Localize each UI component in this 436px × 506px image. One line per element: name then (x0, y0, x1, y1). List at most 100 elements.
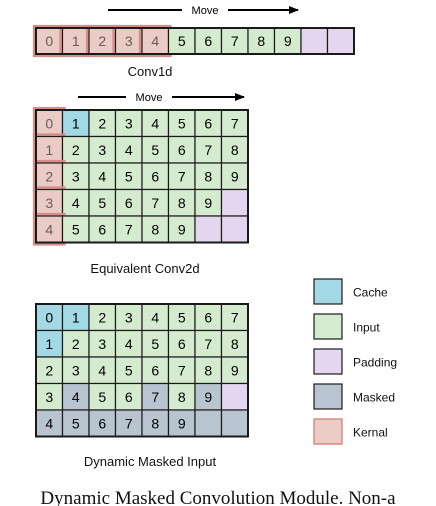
cell-value: 3 (72, 168, 80, 184)
masked-cell: 5 (61, 409, 90, 438)
cell-value: 4 (72, 195, 80, 211)
cell-value: 8 (151, 221, 159, 237)
cell-value: 5 (98, 389, 106, 405)
masked-cell (220, 409, 249, 438)
cell-value: 4 (125, 142, 133, 158)
conv2d-cell: 5 (88, 188, 117, 217)
cell-value: 4 (45, 221, 53, 237)
conv2d-cell: 4 (141, 109, 170, 138)
conv1d-cell: 7 (220, 27, 249, 55)
conv2d-cell: 9 (220, 162, 249, 191)
cell-value: 9 (284, 33, 292, 49)
cell-value: 6 (204, 309, 212, 325)
cell-value: 6 (151, 168, 159, 184)
conv1d-title: Conv1d (128, 64, 173, 79)
conv2d-cell: 5 (167, 109, 196, 138)
masked-cell: 6 (141, 356, 170, 385)
masked-cell: 6 (88, 409, 117, 438)
conv2d-cell: 7 (114, 215, 143, 244)
masked-cell: 6 (114, 382, 143, 411)
cell-value: 6 (98, 415, 106, 431)
cell-value: 6 (151, 362, 159, 378)
conv2d-cell: 7 (167, 162, 196, 191)
cell-value: 3 (125, 309, 133, 325)
cell-value: 3 (98, 142, 106, 158)
cell-value: 8 (231, 336, 239, 352)
cell-value: 7 (151, 389, 159, 405)
cell-value: 6 (204, 33, 212, 49)
conv2d-cell: 2 (61, 135, 90, 164)
masked-cell: 2 (61, 329, 90, 358)
conv1d-cell (326, 27, 355, 55)
cell-value: 6 (125, 389, 133, 405)
masked-cell: 5 (88, 382, 117, 411)
cell-value: 4 (151, 33, 159, 49)
masked-cell: 4 (35, 409, 64, 438)
conv2d-cell: 8 (220, 135, 249, 164)
masked-cell: 7 (114, 409, 143, 438)
conv2d-cell: 9 (167, 215, 196, 244)
masked-title: Dynamic Masked Input (84, 454, 217, 469)
cell-value: 3 (98, 336, 106, 352)
masked-cell: 7 (167, 356, 196, 385)
cell-value: 2 (45, 362, 53, 378)
conv1d-cell: 4 (138, 24, 172, 58)
cell-value: 4 (98, 168, 106, 184)
conv2d-cell: 6 (194, 109, 223, 138)
masked-cell: 8 (141, 409, 170, 438)
cell-value: 9 (231, 362, 239, 378)
conv2d-cell: 9 (194, 188, 223, 217)
cell-value: 5 (98, 195, 106, 211)
cell-value: 2 (98, 115, 106, 131)
cell-value: 6 (178, 336, 186, 352)
masked-cell: 4 (114, 329, 143, 358)
cell-value: 7 (178, 168, 186, 184)
masked-cell: 0 (35, 303, 64, 332)
cell-value: 7 (231, 309, 239, 325)
cell-value: 3 (72, 362, 80, 378)
cell-value: 3 (45, 389, 53, 405)
conv2d-cell (220, 215, 249, 244)
conv1d-cell: 8 (247, 27, 276, 55)
conv2d-move-label: Move (136, 92, 163, 104)
legend-item-kernel: Kernal (313, 418, 388, 445)
conv2d-cell: 5 (61, 215, 90, 244)
cell-value: 9 (204, 195, 212, 211)
cell-value: 5 (178, 309, 186, 325)
cell-value: 2 (72, 142, 80, 158)
cell-value: 8 (257, 33, 265, 49)
masked-cell: 8 (167, 382, 196, 411)
cell-value: 7 (125, 415, 133, 431)
masked-cell: 7 (220, 303, 249, 332)
conv2d-cell: 5 (114, 162, 143, 191)
cell-value: 3 (125, 115, 133, 131)
conv2d-title: Equivalent Conv2d (90, 261, 199, 276)
cell-value: 5 (151, 336, 159, 352)
cell-value: 1 (45, 336, 53, 352)
legend-label: Padding (353, 356, 397, 370)
cell-value: 6 (204, 115, 212, 131)
cell-value: 7 (178, 362, 186, 378)
cell-value: 5 (72, 221, 80, 237)
conv1d-cell: 6 (194, 27, 223, 55)
legend-item-cache: Cache (313, 278, 388, 305)
cell-value: 8 (204, 362, 212, 378)
cell-value: 5 (125, 362, 133, 378)
cell-value: 4 (125, 336, 133, 352)
cell-value: 2 (45, 168, 53, 184)
conv2d-cell: 3 (88, 135, 117, 164)
legend-label: Kernal (353, 426, 388, 440)
cell-value: 9 (231, 168, 239, 184)
legend-label: Masked (353, 391, 395, 405)
cell-value: 2 (72, 336, 80, 352)
masked-cell: 1 (35, 329, 64, 358)
conv2d-cell: 4 (61, 188, 90, 217)
cell-value: 3 (45, 195, 53, 211)
cell-value: 8 (178, 389, 186, 405)
masked-cell: 4 (141, 303, 170, 332)
conv2d-cell: 7 (141, 188, 170, 217)
